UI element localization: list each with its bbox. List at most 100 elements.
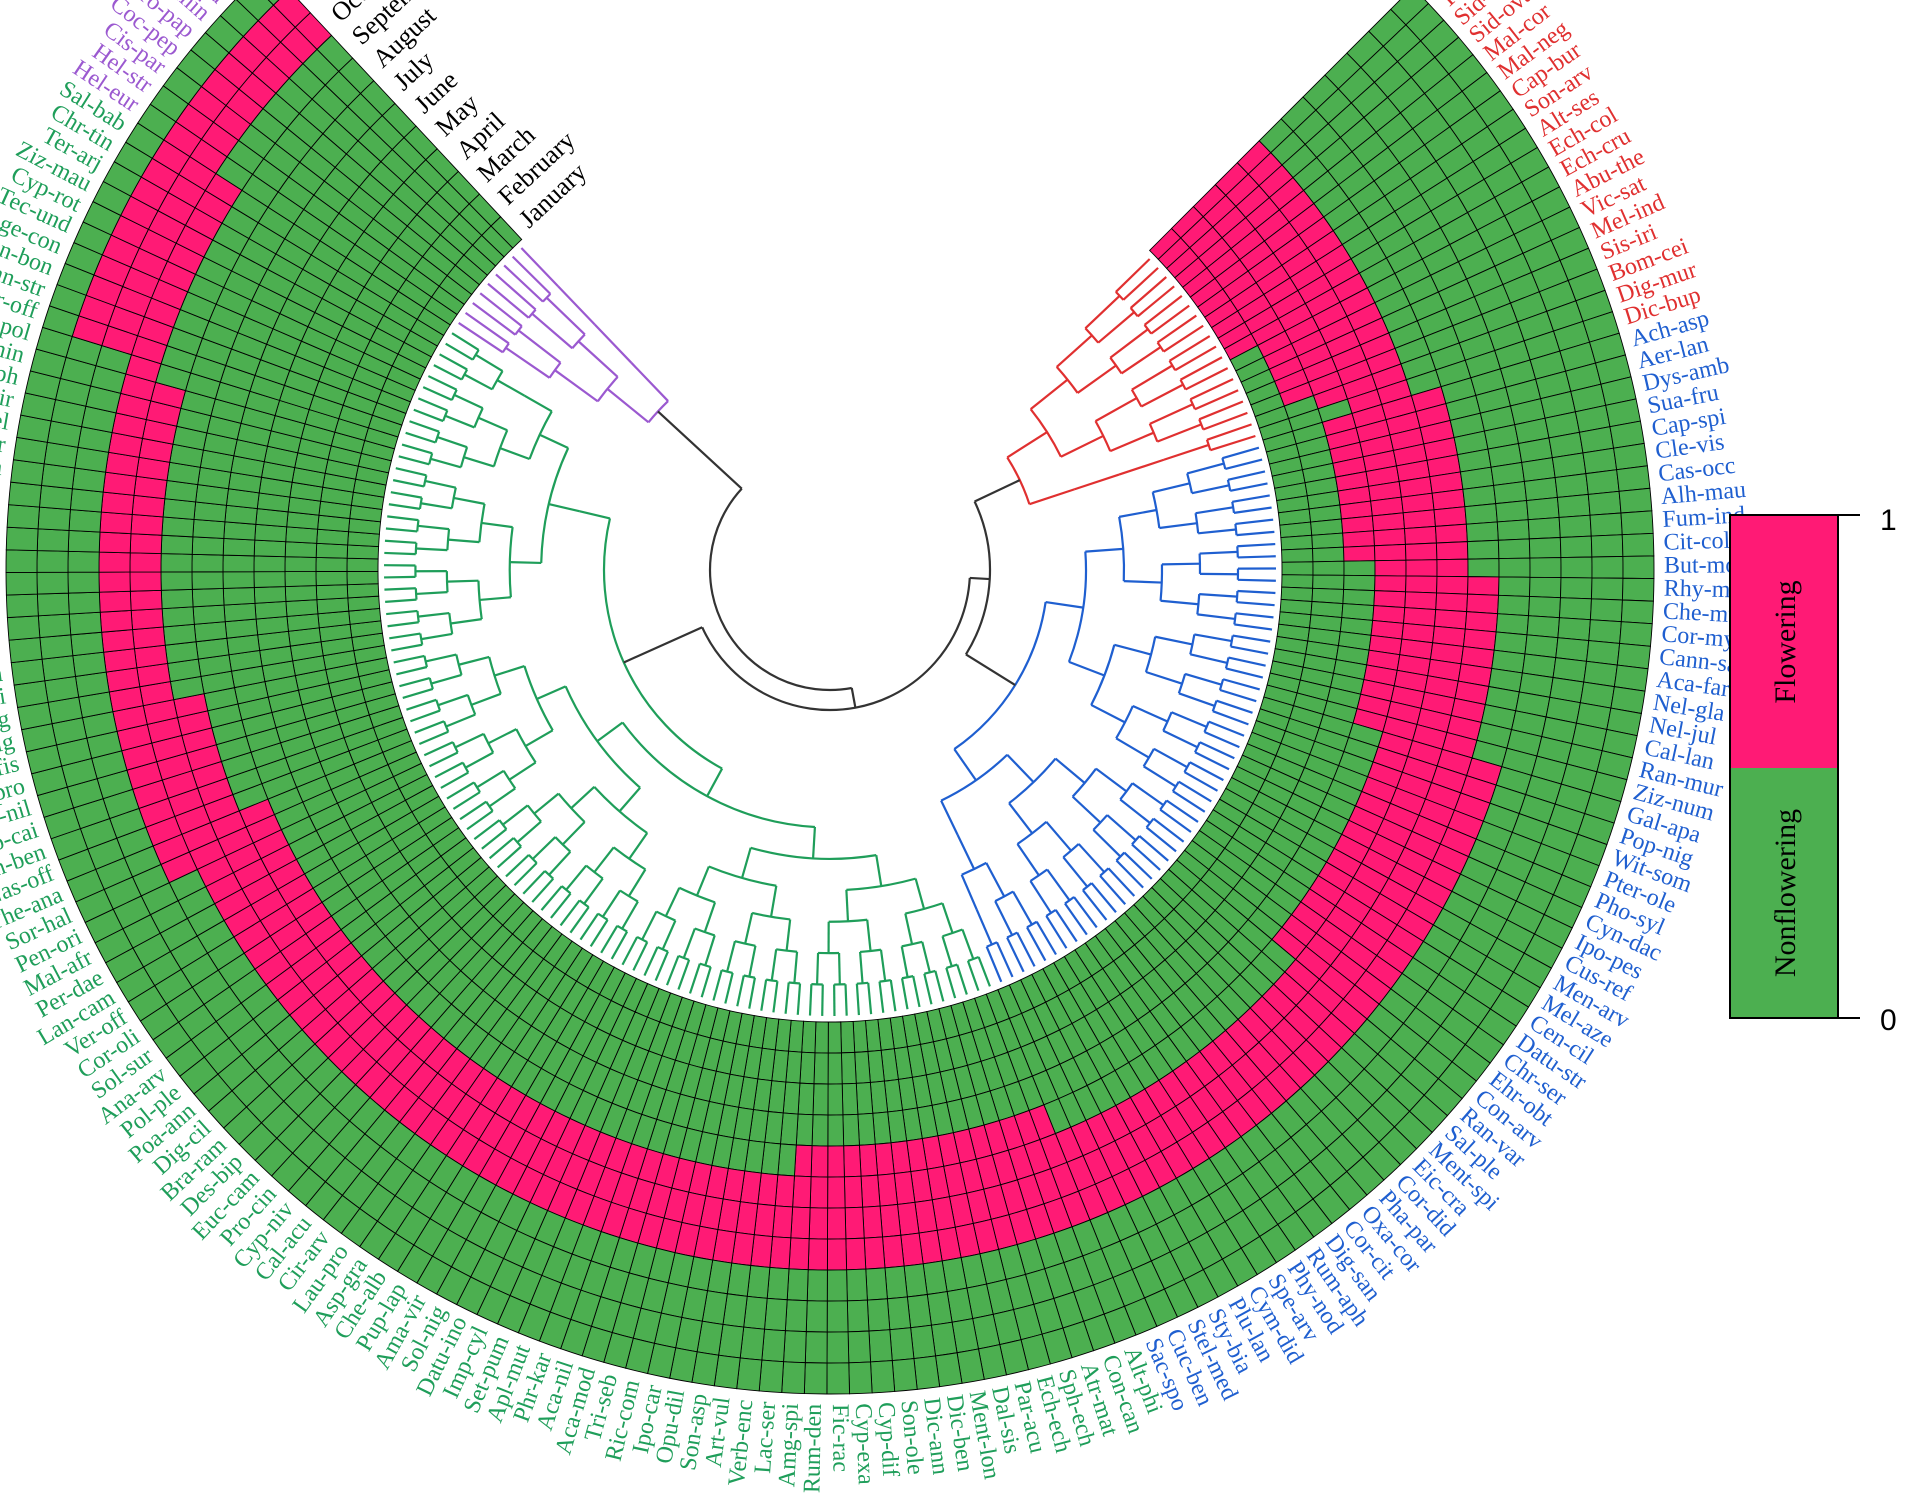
heatmap-cell bbox=[1431, 488, 1466, 511]
heatmap-cell bbox=[1467, 576, 1500, 596]
tree-branch bbox=[385, 527, 418, 533]
tree-branch bbox=[520, 247, 559, 288]
heatmap-cell bbox=[191, 587, 225, 608]
tree-branch bbox=[548, 502, 580, 513]
tree-branch bbox=[1119, 782, 1134, 801]
tree-branch bbox=[548, 362, 562, 379]
tree-branch bbox=[496, 379, 526, 397]
tree-branch bbox=[545, 296, 586, 336]
heatmap-cell bbox=[130, 608, 164, 631]
tree-branch bbox=[502, 804, 529, 826]
species-label: Cyp-exa bbox=[850, 1403, 879, 1486]
heatmap-cell bbox=[840, 1051, 857, 1085]
tree-branch bbox=[503, 264, 544, 303]
heatmap-cell bbox=[6, 504, 40, 530]
tree-branch bbox=[1118, 458, 1165, 476]
tree-branch bbox=[1227, 470, 1266, 481]
tree-branch bbox=[391, 643, 423, 652]
heatmap-cell bbox=[1435, 592, 1469, 613]
species-label: Cyp-iri bbox=[0, 683, 8, 719]
tree-branch bbox=[384, 551, 416, 556]
heatmap-cell bbox=[812, 1083, 829, 1116]
heatmap-cell bbox=[130, 513, 164, 536]
species-label: Pyc-fla bbox=[0, 661, 4, 696]
heatmap-cell bbox=[5, 526, 39, 552]
tree-branch bbox=[1123, 851, 1153, 880]
heatmap-cell bbox=[790, 1206, 811, 1240]
tree-branch bbox=[384, 539, 417, 544]
heatmap-cell bbox=[1281, 574, 1314, 589]
tree-branch bbox=[523, 394, 553, 413]
heatmap-cell bbox=[814, 1021, 829, 1054]
heatmap-cell bbox=[826, 1300, 849, 1333]
heatmap-cell bbox=[1343, 560, 1376, 577]
heatmap-cell bbox=[69, 488, 104, 513]
tree-branch bbox=[1006, 753, 1035, 783]
tree-branch bbox=[967, 955, 980, 962]
tree-branch bbox=[1159, 808, 1192, 833]
heatmap-cell bbox=[68, 509, 102, 533]
heatmap-cell bbox=[1495, 500, 1529, 523]
tree-branch bbox=[533, 792, 560, 815]
tree-branch bbox=[1230, 482, 1268, 492]
heatmap-cell bbox=[1497, 538, 1531, 560]
tree-branch bbox=[900, 946, 909, 978]
heatmap-cell bbox=[1590, 534, 1624, 558]
tree-branch bbox=[495, 273, 537, 311]
tree-branch bbox=[593, 846, 615, 873]
tree-branch bbox=[452, 791, 481, 810]
tree-branch bbox=[472, 302, 516, 336]
heatmap-cell bbox=[843, 1144, 862, 1178]
species-label: Hel-cur bbox=[0, 422, 7, 459]
tree-branch bbox=[464, 311, 510, 345]
tree-branch bbox=[1006, 431, 1048, 459]
tree-branch bbox=[477, 416, 508, 432]
heatmap-cell bbox=[1433, 609, 1468, 630]
tree-branch bbox=[1178, 780, 1212, 803]
heatmap-cell bbox=[827, 1207, 847, 1240]
tree-branch bbox=[557, 285, 596, 326]
tree-branch bbox=[387, 515, 419, 522]
heatmap-cell bbox=[1371, 512, 1405, 532]
tree-branch bbox=[788, 981, 801, 985]
tree-branch bbox=[1131, 843, 1161, 871]
heatmap-cell bbox=[806, 1269, 828, 1302]
tree-branch bbox=[1211, 700, 1218, 712]
tree-branch bbox=[396, 665, 428, 676]
tree-branch bbox=[465, 751, 494, 769]
tree-branch bbox=[850, 687, 857, 708]
heatmap-cell bbox=[1526, 615, 1560, 639]
tree-branch bbox=[557, 792, 586, 823]
heatmap-cell bbox=[803, 1362, 828, 1395]
tree-branch bbox=[565, 864, 588, 891]
heatmap-cell bbox=[868, 1329, 893, 1363]
species-label: Fic-rac bbox=[827, 1404, 854, 1472]
tree-branch bbox=[606, 387, 650, 424]
heatmap-cell bbox=[1465, 521, 1499, 543]
tree-branch bbox=[1199, 550, 1238, 555]
tree-branch bbox=[418, 730, 449, 746]
tree-branch bbox=[1189, 378, 1234, 401]
tree-branch bbox=[429, 751, 459, 768]
tree-branch bbox=[1191, 484, 1230, 495]
species-label: Eup-hel bbox=[0, 397, 12, 436]
heatmap-cell bbox=[8, 481, 43, 508]
tree-branch bbox=[417, 524, 450, 531]
tree-branch bbox=[1145, 670, 1183, 685]
heatmap-cell bbox=[1402, 509, 1436, 530]
species-label: Cit-col bbox=[1663, 528, 1731, 556]
tree-branch bbox=[1099, 875, 1127, 906]
heatmap-cell bbox=[284, 541, 318, 558]
heatmap-cell bbox=[743, 1295, 768, 1330]
tree-branch bbox=[901, 940, 923, 948]
tree-branch bbox=[1140, 383, 1184, 408]
tree-branch bbox=[1076, 364, 1117, 394]
heatmap-cell bbox=[882, 1234, 905, 1269]
tree-branch bbox=[600, 925, 619, 954]
heatmap-cell bbox=[5, 549, 38, 573]
tree-branch bbox=[643, 946, 659, 977]
heatmap-cell bbox=[222, 587, 256, 606]
tree-branch bbox=[1115, 291, 1125, 301]
tree-branch bbox=[941, 935, 953, 967]
heatmap-cell bbox=[98, 590, 132, 613]
